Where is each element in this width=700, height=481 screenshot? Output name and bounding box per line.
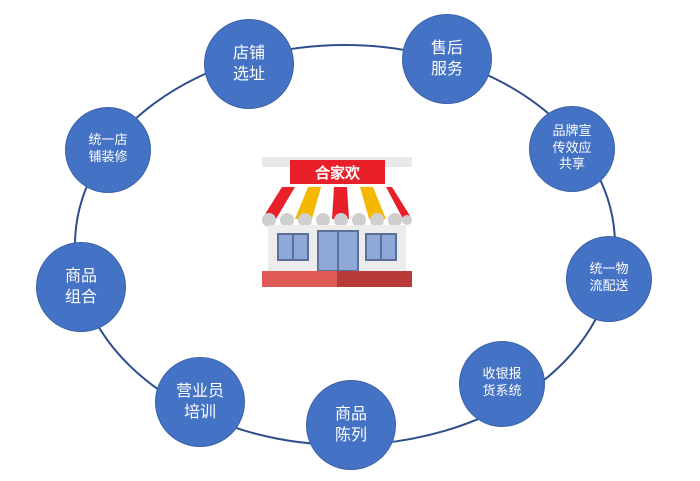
- node-brand-promo: 品牌宣 传效应 共享: [529, 106, 615, 192]
- node-label: 品牌宣 传效应 共享: [552, 123, 592, 173]
- storefront-icon: 合家欢: [262, 157, 412, 289]
- node-label: 收银报 货系统: [482, 367, 522, 399]
- node-label: 商品 组合: [64, 266, 97, 306]
- node-pos-system: 收银报 货系统: [459, 341, 545, 427]
- node-label: 店铺 选址: [232, 43, 265, 83]
- storefront-graphic: [262, 157, 412, 287]
- node-renovation: 统一店 铺装修: [65, 107, 151, 193]
- node-store-site: 店铺 选址: [204, 19, 294, 109]
- node-label: 商品 陈列: [334, 404, 367, 444]
- node-label: 营业员 培训: [175, 381, 224, 421]
- store-sign: 合家欢: [290, 160, 385, 184]
- node-display: 商品 陈列: [306, 380, 396, 470]
- node-after-sales: 售后 服务: [402, 14, 492, 104]
- node-product-mix: 商品 组合: [36, 242, 126, 332]
- node-logistics: 统一物 流配送: [566, 236, 652, 322]
- node-label: 统一物 流配送: [589, 262, 629, 294]
- node-label: 售后 服务: [430, 38, 463, 78]
- node-label: 统一店 铺装修: [88, 133, 128, 165]
- node-staff-training: 营业员 培训: [155, 357, 245, 447]
